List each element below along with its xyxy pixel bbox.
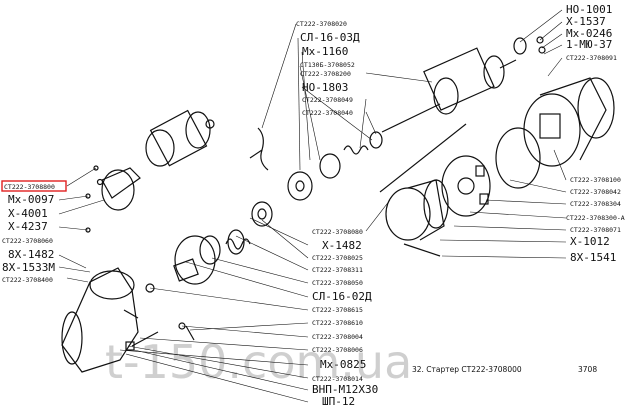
label-ct222-3708080: СТ222-3708080 [312, 228, 363, 236]
fork-lever [249, 127, 269, 171]
label-ct222-3708300-a: СТ222-3708300-А [566, 214, 625, 222]
bolt-bottom [125, 331, 159, 351]
label-ct222-3708610: СТ222-3708610 [312, 319, 363, 327]
drive-housing [61, 267, 139, 373]
long-bolts [379, 123, 467, 257]
washers-mid [251, 153, 341, 227]
label-cl-16-02d: СЛ-16-02Д [312, 290, 372, 303]
end-cover [385, 179, 449, 241]
label-ct222-3708006: СТ222-3708006 [312, 346, 363, 354]
label-x-4237: Х-4237 [8, 220, 48, 233]
label-8x-1533m: 8Х-1533М [2, 261, 55, 274]
label-8x-1541: 8Х-1541 [570, 251, 616, 264]
spring-drive [225, 229, 251, 255]
spring-small [343, 131, 383, 155]
label-ho-1001: НО-1001 [566, 3, 612, 16]
gasket-ring [495, 127, 541, 189]
label-ct222-3708091: СТ222-3708091 [566, 54, 617, 62]
highlight-box [1, 180, 67, 192]
armature [381, 47, 517, 133]
label-bnp-m12x30: ВНП-М12Х30 [312, 383, 378, 396]
brush-holder [441, 155, 491, 217]
label-ct222-3708400: СТ222-3708400 [2, 276, 53, 284]
label-mx-0825: Мх-0825 [320, 358, 366, 371]
label-ho-1803: НО-1803 [302, 81, 348, 94]
label-shp-12: ШП-12 [322, 395, 355, 407]
screws-left [85, 165, 99, 233]
label-ct222-3708014: СТ222-3708014 [312, 375, 363, 383]
label-ct222-3708615: СТ222-3708615 [312, 306, 363, 314]
figure-caption: 32. Стартер СТ222-3708000 [412, 365, 522, 374]
label-ct222-3708004: СТ222-3708004 [312, 333, 363, 341]
label-ct222-3708060: СТ222-3708060 [2, 237, 53, 245]
solenoid-cover [96, 167, 141, 211]
label-ct222-3708304: СТ222-3708304 [570, 200, 621, 208]
label-mx-0246: Мх-0246 [566, 27, 612, 40]
label-ct222-3708040: СТ222-3708040 [302, 109, 353, 117]
washer-top-right [513, 36, 546, 55]
label-ct222-3708311: СТ222-3708311 [312, 266, 363, 274]
leader-lines [58, 9, 567, 403]
label-x-1537: Х-1537 [566, 15, 606, 28]
label-ct130b-3708052: СТ130Б-3708052 [300, 61, 355, 69]
label-ct222-3708020: СТ222-3708020 [296, 20, 347, 28]
label-mx-1160: Мх-1160 [302, 45, 348, 58]
stator-housing [523, 77, 615, 167]
small-parts-bottom [145, 283, 195, 341]
label-ct222-3708071: СТ222-3708071 [570, 226, 621, 234]
label-cl-16-03d-top: СЛ-16-03Д [300, 31, 360, 44]
label-x-1012: Х-1012 [570, 235, 610, 248]
label-ct222-3708050: СТ222-3708050 [312, 279, 363, 287]
label-ct222-3708800: СТ222-3708800 [4, 183, 55, 191]
label-1-mio-37: 1-МЮ-37 [566, 38, 612, 51]
label-ct222-3708042: СТ222-3708042 [570, 188, 621, 196]
page-number: 3708 [578, 365, 597, 374]
label-ct222-3708049: СТ222-3708049 [302, 96, 353, 104]
label-x-1482: Х-1482 [322, 239, 362, 252]
label-ct222-3708100: СТ222-3708100 [570, 176, 621, 184]
label-x-4001: Х-4001 [8, 207, 48, 220]
label-mx-0097: Мх-0097 [8, 193, 54, 206]
label-ct222-3708025: СТ222-3708025 [312, 254, 363, 262]
label-ct222-3708200: СТ222-3708200 [300, 70, 351, 78]
label-8x-1482: 8Х-1482 [8, 248, 54, 261]
pinion-drive [173, 235, 221, 285]
solenoid-relay [145, 109, 215, 167]
